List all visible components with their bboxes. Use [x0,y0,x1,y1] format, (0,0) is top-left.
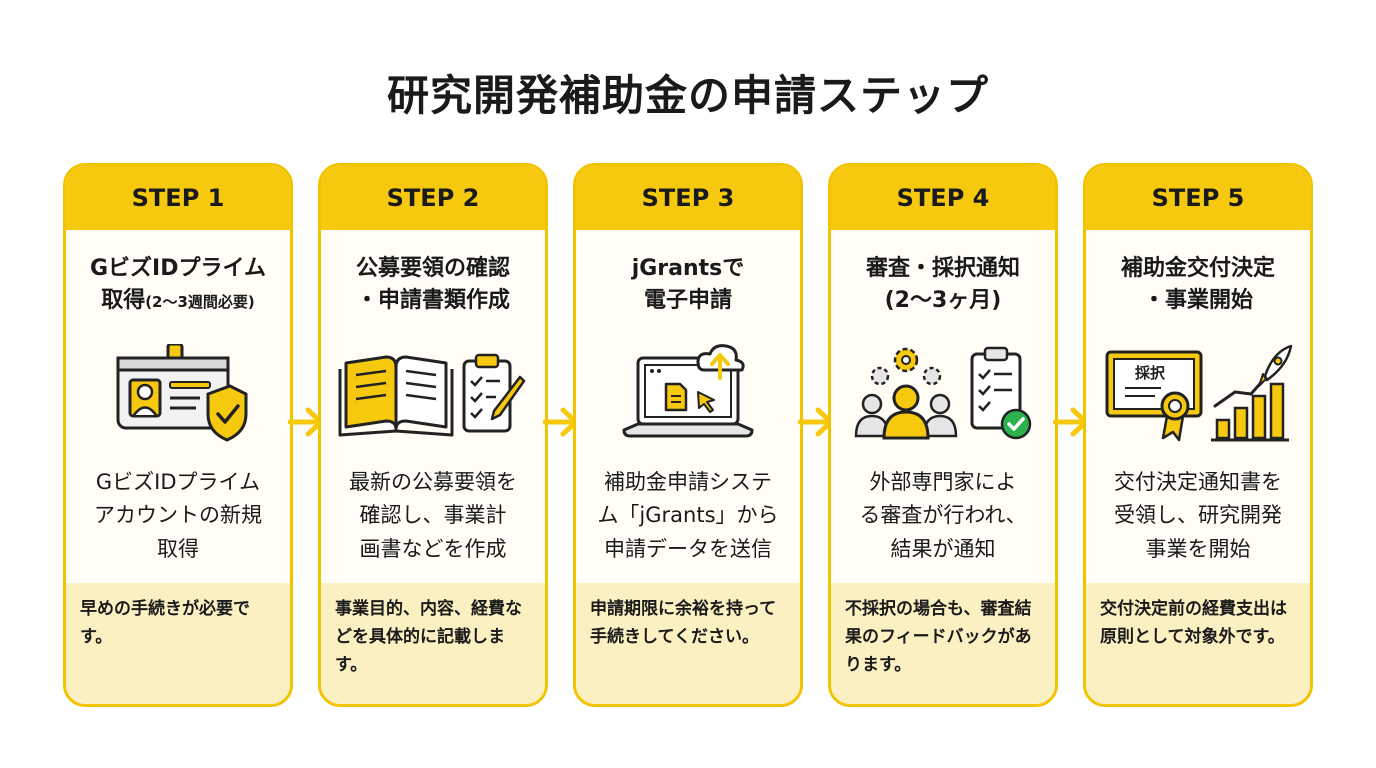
step-note: 不採択の場合も、審査結果のフィードバックがあります。 [831,583,1055,704]
step-card-1: STEP 1 GビズIDプライム 取得(2～3週間必要) GビズIDプライム ア… [63,163,293,707]
step-description-line2: 確認し、事業計 [359,503,507,528]
step-title-line2: ・事業開始 [1142,288,1253,313]
step-label: STEP 3 [576,166,800,230]
step-title: 審査・採択通知 (2～3ヶ月) [831,230,1055,340]
step-note: 事業目的、内容、経費などを具体的に記載します。 [321,583,545,704]
step-label: STEP 4 [831,166,1055,230]
experts-checklist-icon [831,340,1055,448]
step-description: 外部専門家によ る審査が行われ、 結果が通知 [831,448,1055,584]
step-note: 交付決定前の経費支出は原則として対象外です。 [1086,583,1310,704]
step-label: STEP 2 [321,166,545,230]
step-description: 交付決定通知書を 受領し、研究開発 事業を開始 [1086,448,1310,584]
step-description-line1: GビズIDプライム [95,469,261,494]
step-note: 早めの手続きが必要です。 [66,583,290,704]
step-note: 申請期限に余裕を持って手続きしてください。 [576,583,800,704]
step-title-line1: jGrantsで [631,256,745,282]
step-description-line3: 画書などを作成 [359,536,507,561]
certificate-text: 採択 [1135,364,1166,382]
page-title: 研究開発補助金の申請ステップ [386,71,989,120]
step-description-line1: 補助金申請システ [603,469,772,494]
step-title-line2: 取得 [101,288,146,313]
step-card-2: STEP 2 公募要領の確認 ・申請書類作成 最新の公募要領を 確認し、事業計 [318,163,548,707]
step-description-line2: 受領し、研究開発 [1114,503,1282,528]
step-title-line1: 補助金交付決定 [1120,256,1275,282]
step-description: GビズIDプライム アカウントの新規 取得 [66,448,290,584]
step-description: 最新の公募要領を 確認し、事業計 画書などを作成 [321,448,545,584]
step-description-line1: 最新の公募要領を [349,469,517,494]
step-description-line3: 取得 [157,536,199,561]
step-card-3: STEP 3 jGrantsで 電子申請 補助金申請システ ム「jGrants」… [573,163,803,707]
step-description-line3: 申請データを送信 [603,536,772,561]
step-title-line1: GビズIDプライム [89,256,267,282]
step-description: 補助金申請システ ム「jGrants」から 申請データを送信 [576,448,800,584]
step-title-line2: 電子申請 [643,288,732,313]
step-title-line1: 審査・採択通知 [865,256,1020,282]
step-card-4: STEP 4 審査・採択通知 (2～3ヶ月) 外部専門家によ [828,163,1058,707]
step-description-line2: ム「jGrants」から [597,503,779,528]
laptop-cloud-upload-icon [576,340,800,448]
step-description-line1: 交付決定通知書を [1114,469,1282,494]
step-label: STEP 1 [66,166,290,230]
step-label: STEP 5 [1086,166,1310,230]
step-description-line1: 外部専門家によ [869,469,1017,494]
step-title: 公募要領の確認 ・申請書類作成 [321,230,545,340]
certificate-rocket-chart-icon: 採択 [1086,340,1310,448]
step-description-line2: る審査が行われ、 [859,503,1027,528]
step-title: jGrantsで 電子申請 [576,230,800,340]
step-card-5: STEP 5 補助金交付決定 ・事業開始 採択 交付決定通知書を [1083,163,1313,707]
step-title-line1: 公募要領の確認 [355,256,510,282]
step-title-line2: ・申請書類作成 [355,288,510,313]
step-title-line2: (2～3ヶ月) [884,288,1002,313]
step-description-line3: 事業を開始 [1145,536,1251,561]
step-title: 補助金交付決定 ・事業開始 [1086,230,1310,340]
step-title: GビズIDプライム 取得(2～3週間必要) [66,230,290,340]
step-description-line3: 結果が通知 [890,536,996,561]
book-checklist-icon [321,340,545,448]
step-description-line2: アカウントの新規 [94,503,262,528]
id-card-shield-icon [66,340,290,448]
step-title-sub: (2～3週間必要) [145,293,255,311]
